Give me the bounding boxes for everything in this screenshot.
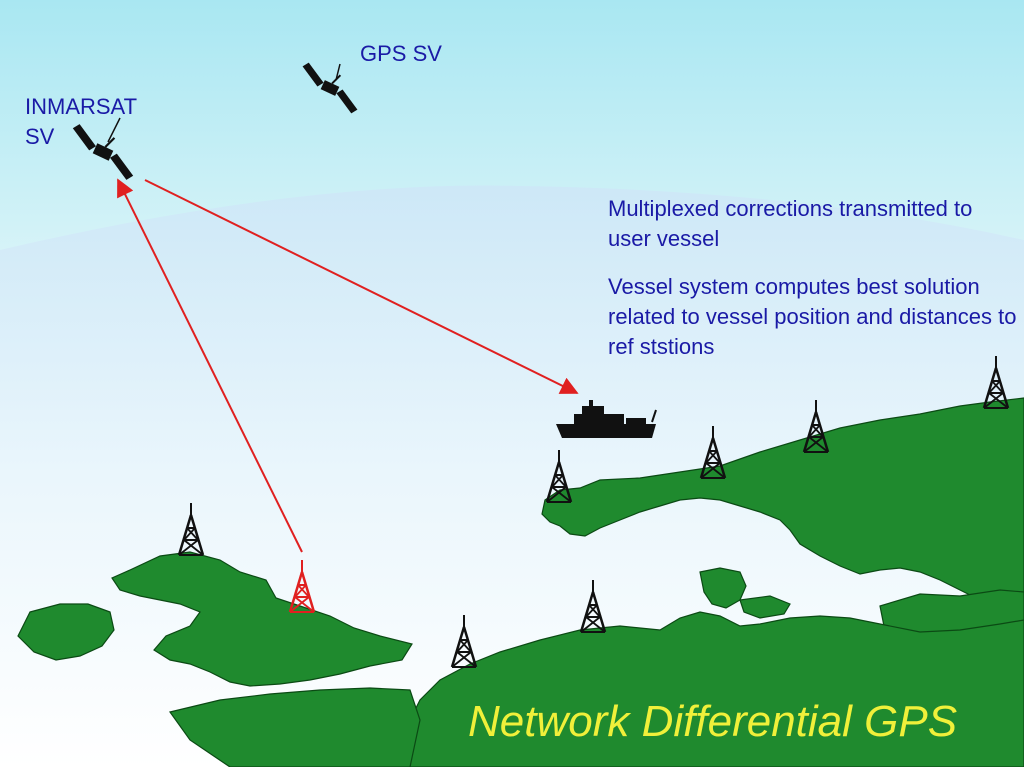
inmarsat-label-line1: INMARSAT — [25, 94, 138, 119]
land-france-coast — [168, 687, 421, 767]
land-ireland — [17, 603, 115, 661]
uplink-arrow — [117, 178, 303, 553]
land-britain — [111, 551, 413, 687]
info-para-computation: Vessel system computes best solution rel… — [608, 274, 1017, 359]
downlink-arrow — [144, 179, 579, 394]
info-text: Multiplexed corrections transmitted to u… — [608, 194, 1018, 380]
inmarsat-label-line2: SV — [25, 124, 55, 149]
land-scandinavia — [541, 397, 1024, 616]
tower-icon — [288, 560, 316, 613]
gps-sv-label: GPS SV — [360, 41, 442, 66]
land-baltic-island — [739, 595, 791, 619]
ship-icon — [556, 400, 657, 438]
land-europe — [399, 611, 1024, 767]
inmarsat-sv-label: INMARSAT SV — [25, 92, 185, 152]
info-para-corrections: Multiplexed corrections transmitted to u… — [608, 196, 973, 251]
diagram-title: Network Differential GPS — [468, 697, 958, 746]
